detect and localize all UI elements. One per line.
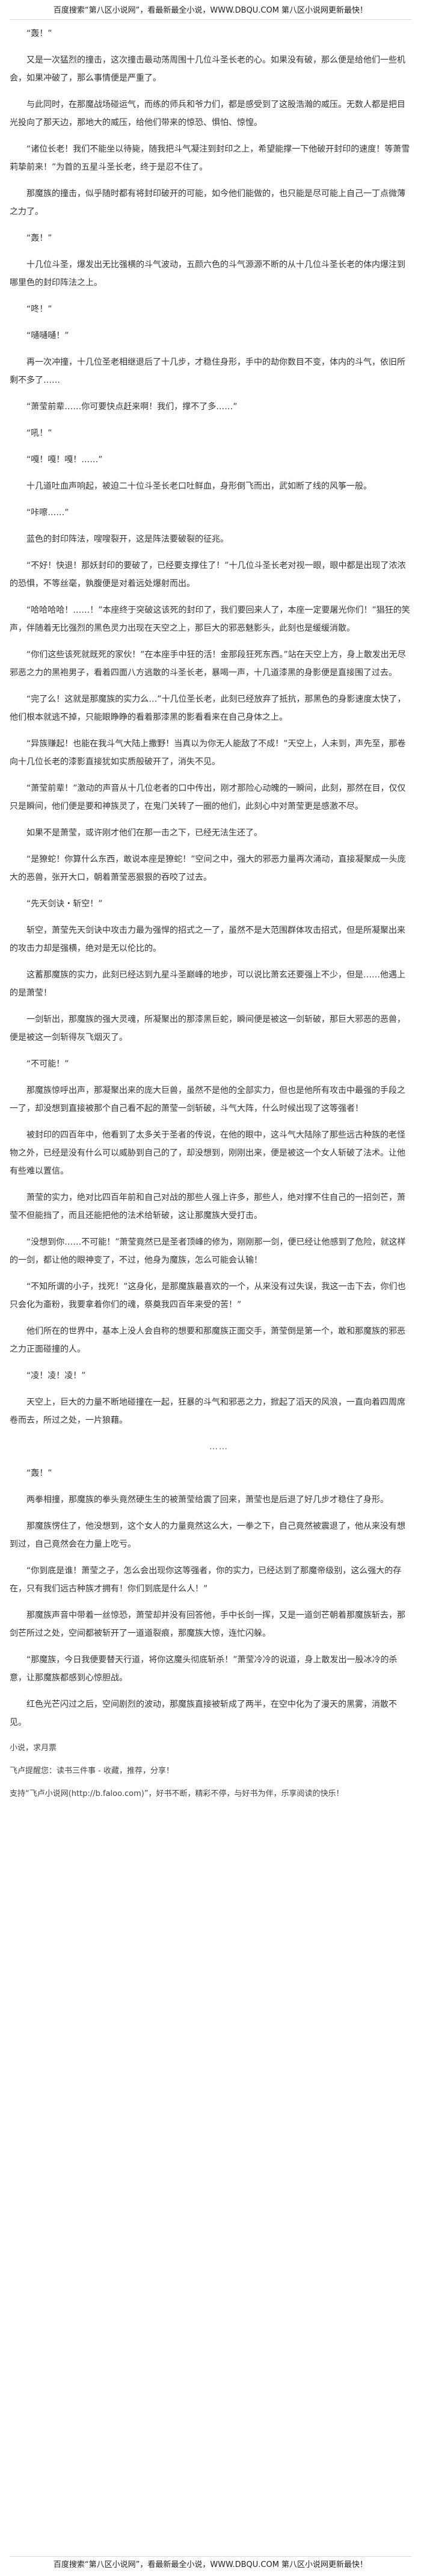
paragraph: “先天剑诀・斩空！” (26, 899, 103, 909)
paragraph: 天空上，巨大的力量不断地碰撞在一起，狂暴的斗气和邪恶之力，掀起了滔天的风浪，一直… (10, 1398, 405, 1425)
paragraph: 两拳相撞，那魔族的拳头竟然硬生生的被萧莹给震了回来，萧莹也是后退了好几步才稳住了… (26, 1495, 389, 1505)
paragraph: 斩空，萧莹先天剑诀中攻击力最为强悍的招式之一了，虽然不是大范围群体攻击招式，但是… (10, 926, 405, 953)
author-note: 小说，求月票 (10, 1744, 57, 1753)
paragraph: 那魔族愣住了，他没想到，这个女人的力量竟然这么大，一拳之下，自己竟然被震退了，他… (10, 1522, 405, 1549)
paragraph: “哈哈哈哈！……！”本座终于突破这该死的封印了，我们要回来人了，本座一定要屠光你… (10, 605, 410, 633)
paragraph: “嗵嗵嗵！” (26, 331, 69, 341)
paragraph: 萧莹的实力，绝对比四百年前和自己对战的那些人强上许多，那些人，绝对撑不住自己的一… (10, 1193, 405, 1221)
paragraph: “异族赚起！也能在我斗气大陆上撒野！当真以为你无人能敌了不成！”天空上，人未到，… (10, 739, 406, 767)
paragraph: “是獠蛇！你算什么东西，敢说本座是獠蛇！”空间之中，强大的邪恶力量再次涌动，直接… (10, 855, 406, 882)
paragraph: “轰！” (26, 29, 52, 39)
paragraph: “完了么！这就是那魔族的实力么…”十几位圣长老，此刻已经放弃了抵抗，那黑色的身影… (10, 695, 406, 722)
paragraph: “吼！” (26, 429, 52, 438)
paragraph: “不好！快退！那妖封印的要破了，已经要支撑住了！”十几位斗圣长老对视一眼，眼中都… (10, 561, 406, 589)
paragraph: “没想到你……不可能！”萧莹竟然已是圣者顶峰的修为，刚刚那一剑，便已经让他感到了… (10, 1237, 406, 1265)
paragraph: “轰！” (26, 234, 52, 243)
paragraph: 那魔族声音中带着一丝惊恐，萧莹却并没有回答他，手中长剑一挥，又是一道剑芒朝着那魔… (10, 1611, 405, 1638)
paragraph: 十几位斗圣，爆发出无比强横的斗气波动，五颜六色的斗气源源不断的从十几位斗圣长老的… (10, 260, 405, 288)
paragraph: 如果不是萧莹，或许刚才他们在那一击之下，已经无法生还了。 (26, 828, 262, 838)
paragraph: 再一次冲撞，十几位圣老相继退后了十几步，才稳住身形，手中的劫你数目不变，体内的斗… (10, 358, 405, 385)
paragraph: “不可能！” (26, 1059, 69, 1069)
paragraph: 又是一次猛烈的撞击，这次撞击最动荡周围十几位斗圣长老的心。如果没有破，那么便是给… (10, 55, 405, 83)
author-notes: 小说，求月票 飞卢提醒您：读书三件事 - 收藏，推荐，分享！ 支持“飞卢小说网(… (10, 1740, 411, 1803)
paragraph: “不知所谓的小子，找死！”这身化，是那魔族最喜欢的一个，从来没有过失误，我这一击… (10, 1282, 406, 1310)
paragraph: 他们所在的世界中，基本上没人会自称的想要和那魔族正面交手，萧莹倒是第一个，敢和那… (10, 1327, 405, 1354)
chapter-content: “轰！” 又是一次猛烈的撞击，这次撞击最动荡周围十几位斗圣长老的心。如果没有破，… (10, 25, 411, 1732)
reading-reminder: 飞卢提醒您：读书三件事 - 收藏，推荐，分享！ (10, 1766, 174, 1776)
paragraph: “萧莹前辈！”激动的声音从十几位老者的口中传出，刚才那险心动魄的一瞬间，此刻，那… (10, 784, 406, 811)
paragraph: “咔嚓……” (26, 508, 69, 518)
site-header: 百度搜索“第八区小说网”，看最新最全小说，WWW.DBQU.COM 第八区小说网… (10, 0, 411, 20)
paragraph: 一剑斩出，那魔族的强大灵魂，所凝聚出的那漆黑巨蛇，瞬间便是被这一剑斩破，那巨大邪… (10, 1015, 405, 1042)
paragraph: 十几道吐血声响起，被迫二十位斗圣长老口吐鲜血，身形倒飞而出，武如断了线的风筝一般… (26, 481, 372, 491)
site-promo-link[interactable]: 支持“飞卢小说网(http://b.faloo.com)”，好书不断，精彩不停，… (10, 1789, 344, 1798)
paragraph: “轰！” (26, 1469, 52, 1478)
paragraph: “咚！” (26, 305, 52, 314)
paragraph: “嘎！嘎！嘎！……” (26, 455, 103, 465)
paragraph: 那魔族的撞击，似乎随时都有将封印破开的可能，如今他们能做的，也只能是尽可能上自己… (10, 189, 405, 217)
paragraph: “诸位长老！我们不能坐以待毙，随我把斗气凝注到封印之上，希望能撑一下他破开封印的… (10, 144, 410, 172)
paragraph: “你到底是谁！萧莹之子，怎么会出现你这等强者，你的实力，已经达到了那魔帝级别，这… (10, 1566, 402, 1594)
paragraph: 被封印的四百年中，他看到了太多关于圣者的传说，在他的眼中，这斗气大陆除了那些远古… (10, 1130, 405, 1176)
paragraph: “凌！凌！凌！” (26, 1371, 86, 1381)
paragraph: 蓝色的封印阵法，嗖嗖裂开，这是阵法要破裂的征兆。 (26, 534, 229, 544)
paragraph: “你们这些该死就既死的家伙！”在本座手中狂的活！金那段狂死东西。”站在天空上方，… (10, 650, 406, 678)
paragraph: “那魔族，今日我便要替天行道，将你这魔头彻底斩杀！”萧莹冷冷的说道，身上散发出一… (10, 1655, 398, 1683)
paragraph: 与此同时，在那魔战场碰运气，而练的师兵和爷力们，都是感受到了这股浩瀚的威压。无数… (10, 100, 405, 128)
paragraph: 红色光芒闪过之后，空间剧烈的波动，那魔族直接被斩成了两半，在空中化为了漫天的黑雾… (10, 1700, 397, 1727)
paragraph: 那魔族惊呼出声，那凝聚出来的庞大巨兽，虽然不是他的全部实力，但也是他所有攻击中最… (10, 1086, 405, 1113)
paragraph: “萧莹前辈……你可要快点赶来啊！我们，撑不了多……” (26, 402, 238, 412)
section-separator: …… (209, 1442, 229, 1452)
paragraph: 这蓄那魔族的实力，此刻已经达到九星斗圣巅峰的地步，可以说比萧玄还要强上不少，但是… (10, 970, 405, 998)
site-footer: 百度搜索“第八区小说网”，看最新最全小说，WWW.DBQU.COM 第八区小说网… (10, 2556, 411, 2574)
